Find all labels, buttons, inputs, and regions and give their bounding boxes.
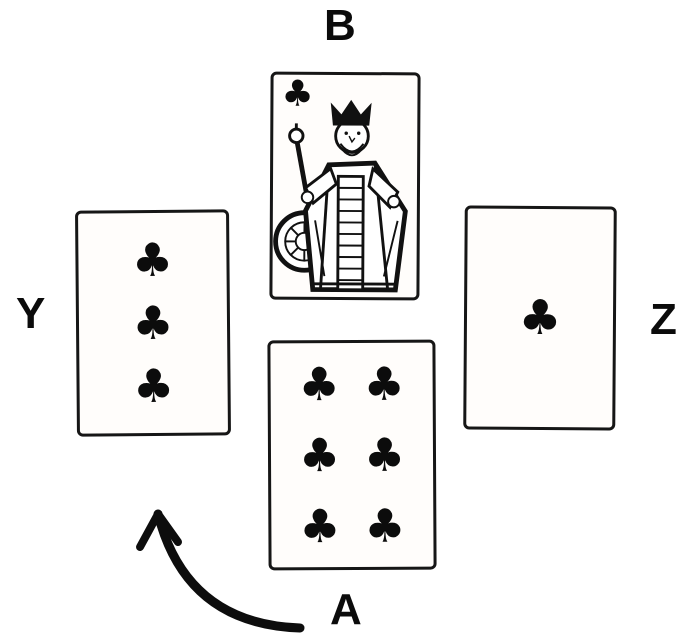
club-pip-icon: ♣ xyxy=(132,295,174,351)
card-king-of-clubs: ♣ xyxy=(269,71,421,301)
player-label-a: A xyxy=(330,585,362,634)
card-ace-of-clubs: ♣ xyxy=(463,205,617,431)
pip-area: ♣ ♣ ♣ xyxy=(78,212,228,433)
club-pip-icon: ♣ xyxy=(131,232,174,288)
player-label-b: B xyxy=(324,1,356,50)
club-pip-icon: ♣ xyxy=(363,356,405,411)
club-pip-icon: ♣ xyxy=(298,428,341,483)
pip-area: ♣ xyxy=(466,208,614,427)
king-of-clubs-figure xyxy=(273,99,408,293)
card-three-of-clubs: ♣ ♣ ♣ xyxy=(75,209,231,437)
player-label-y: Y xyxy=(16,289,46,338)
curved-arrow-icon xyxy=(136,509,305,633)
player-label-z: Z xyxy=(650,295,677,344)
club-pip-icon: ♣ xyxy=(281,73,314,115)
club-pip-icon: ♣ xyxy=(298,357,340,412)
club-pip-icon: ♣ xyxy=(518,289,562,347)
club-pip-icon: ♣ xyxy=(132,358,175,414)
club-pip-icon: ♣ xyxy=(363,427,406,482)
club-pip-icon: ♣ xyxy=(364,498,406,553)
